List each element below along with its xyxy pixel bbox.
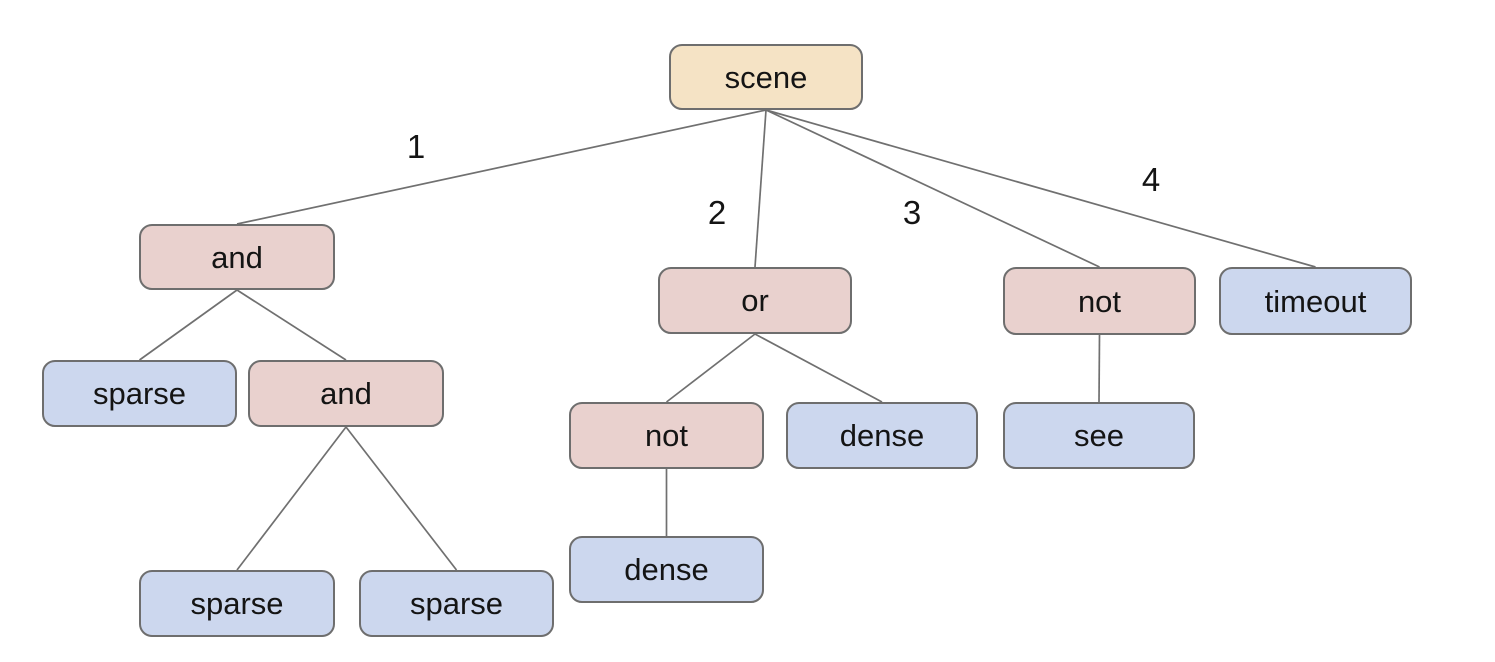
edge-label-1: 1 [406, 128, 426, 165]
node-see-1: see [1003, 402, 1195, 469]
edge-or-1-not-2 [665, 333, 756, 403]
node-sparse-3: sparse [359, 570, 554, 637]
node-dense-2: dense [569, 536, 764, 603]
node-timeout-1: timeout [1219, 267, 1412, 335]
edge-scene-timeout-1 [765, 109, 1316, 268]
edge-label-2: 2 [707, 194, 727, 231]
node-not-2: not [569, 402, 764, 469]
edge-scene-and-1 [236, 109, 767, 225]
edge-and-2-sparse-2 [236, 426, 347, 571]
edge-and-2-sparse-3 [345, 426, 458, 571]
node-sparse-1: sparse [42, 360, 237, 427]
node-not-1: not [1003, 267, 1196, 335]
node-or-1: or [658, 267, 852, 334]
edge-label-3: 3 [902, 194, 922, 231]
edge-scene-or-1 [754, 109, 767, 268]
edge-and-1-sparse-1 [139, 289, 238, 361]
edge-scene-not-1 [765, 109, 1100, 268]
node-and-1: and [139, 224, 335, 290]
edge-label-4: 4 [1141, 161, 1161, 198]
edge-or-1-dense-1 [754, 333, 883, 403]
edge-and-1-and-2 [236, 289, 347, 361]
node-and-2: and [248, 360, 444, 427]
edge-not-1-see-1 [1098, 334, 1101, 403]
node-scene: scene [669, 44, 863, 110]
node-sparse-2: sparse [139, 570, 335, 637]
node-dense-1: dense [786, 402, 978, 469]
